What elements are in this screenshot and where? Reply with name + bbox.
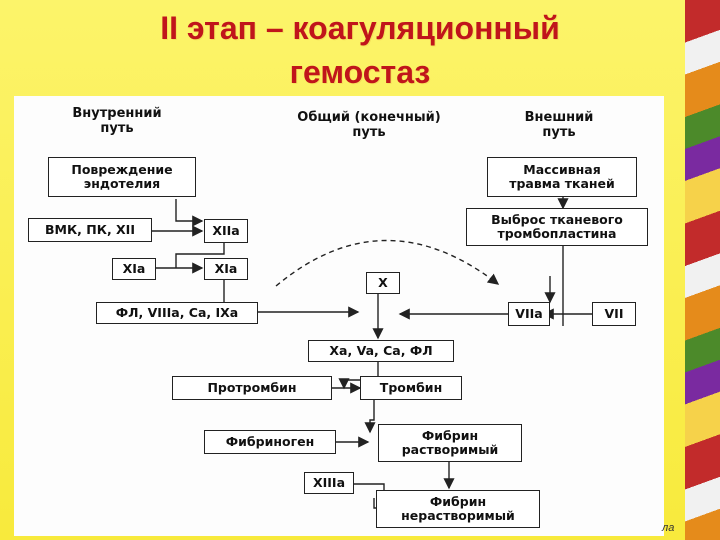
x-box: X: [366, 272, 400, 294]
xiia-box: XIIa: [204, 219, 248, 243]
footer-text: ла: [662, 522, 675, 534]
fibrinogen-box: Фибриноген: [204, 430, 336, 454]
xa-va-box: Xa, Va, Ca, ФЛ: [308, 340, 454, 362]
thrombin-box: Тромбин: [360, 376, 462, 400]
xia-left-box: XIa: [112, 258, 156, 280]
diagram-connectors: [150, 195, 592, 514]
endothelium-damage-box: Повреждение эндотелия: [48, 157, 196, 197]
fl-viiia-box: ФЛ, VIIIa, Ca, IXa: [96, 302, 258, 324]
header-common: Общий (конечный) путь: [297, 110, 441, 140]
xia-right-box: XIa: [204, 258, 248, 280]
slide-title: II этап – коагуляционный гемостаз: [60, 6, 660, 94]
prothrombin-box: Протромбин: [172, 376, 332, 400]
thromboplastin-box: Выброс тканевого тромбопластина: [466, 208, 648, 246]
fibrin-soluble-box: Фибрин растворимый: [378, 424, 522, 462]
fibrin-insoluble-box: Фибрин нерастворимый: [376, 490, 540, 528]
header-intrinsic: Внутренний путь: [72, 106, 162, 136]
coagulation-diagram: Внутренний путь Общий (конечный) путь Вн…: [14, 96, 664, 536]
vii-box: VII: [592, 302, 636, 326]
viia-box: VIIa: [508, 302, 550, 326]
pills-decoration: [685, 0, 720, 540]
title-line-1: II этап – коагуляционный: [160, 10, 560, 46]
header-extrinsic: Внешний путь: [524, 110, 594, 140]
tissue-trauma-box: Массивная травма тканей: [487, 157, 637, 197]
xiiia-box: XIIIa: [304, 472, 354, 494]
title-line-2: гемостаз: [289, 54, 431, 90]
vmk-pk-xii-box: ВМК, ПК, XII: [28, 218, 152, 242]
